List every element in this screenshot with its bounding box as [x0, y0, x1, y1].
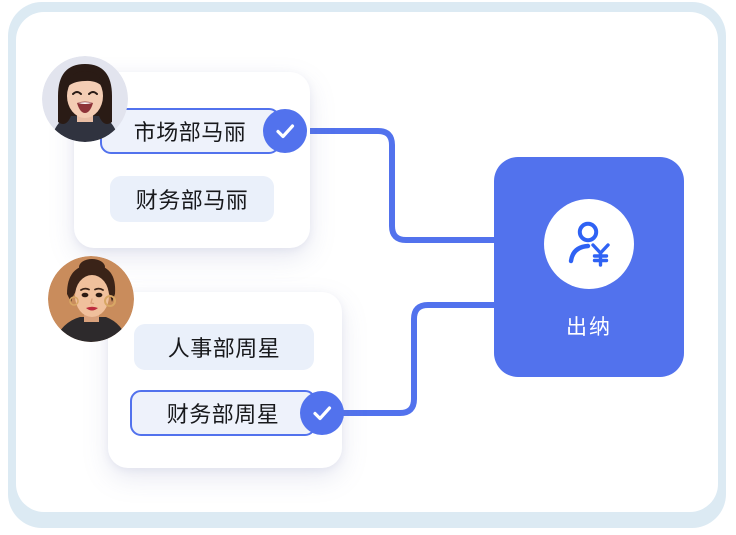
check-glyph: [276, 124, 295, 139]
role-pill-label: 市场部马丽: [133, 120, 247, 145]
role-card-cashier[interactable]: 出纳: [494, 157, 684, 377]
check-icon[interactable]: [263, 109, 307, 153]
role-pill-label: 人事部周星: [167, 336, 281, 361]
role-pill-selected[interactable]: 市场部马丽: [100, 108, 280, 154]
role-pill[interactable]: 人事部周星: [134, 324, 314, 370]
role-pill-label: 财务部马丽: [135, 188, 249, 213]
person-card: [108, 292, 342, 468]
role-pill[interactable]: 财务部马丽: [110, 176, 274, 222]
role-card-label: 出纳: [566, 316, 612, 339]
avatar-image: [48, 256, 134, 342]
role-pill-label: 财务部周星: [166, 402, 280, 427]
check-icon[interactable]: [300, 391, 344, 435]
person-yen-glyph: [568, 221, 610, 267]
person-yen-icon: [544, 199, 634, 289]
role-pill-selected[interactable]: 财务部周星: [130, 390, 316, 436]
check-glyph: [313, 406, 332, 421]
avatar: [48, 256, 134, 342]
avatar: [42, 56, 128, 142]
avatar-image: [42, 56, 128, 142]
